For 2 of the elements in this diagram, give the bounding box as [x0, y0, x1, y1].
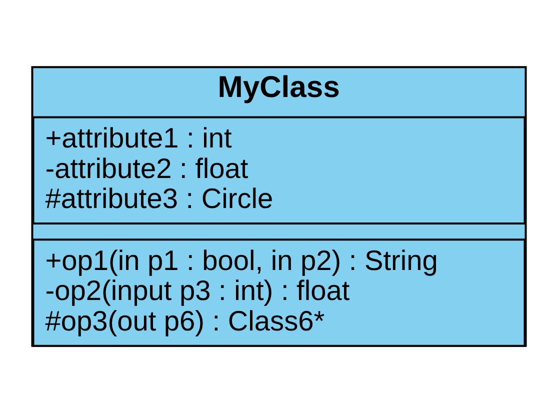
node-box: +op1(in p1 : bool, in p2) : String -op2(input p3 : int) : float #op3(out p6) : Class6* — [32, 238, 526, 346]
node-box: +attribute1 : int -attribute2 : float #attribute3 : Circle — [32, 116, 526, 224]
